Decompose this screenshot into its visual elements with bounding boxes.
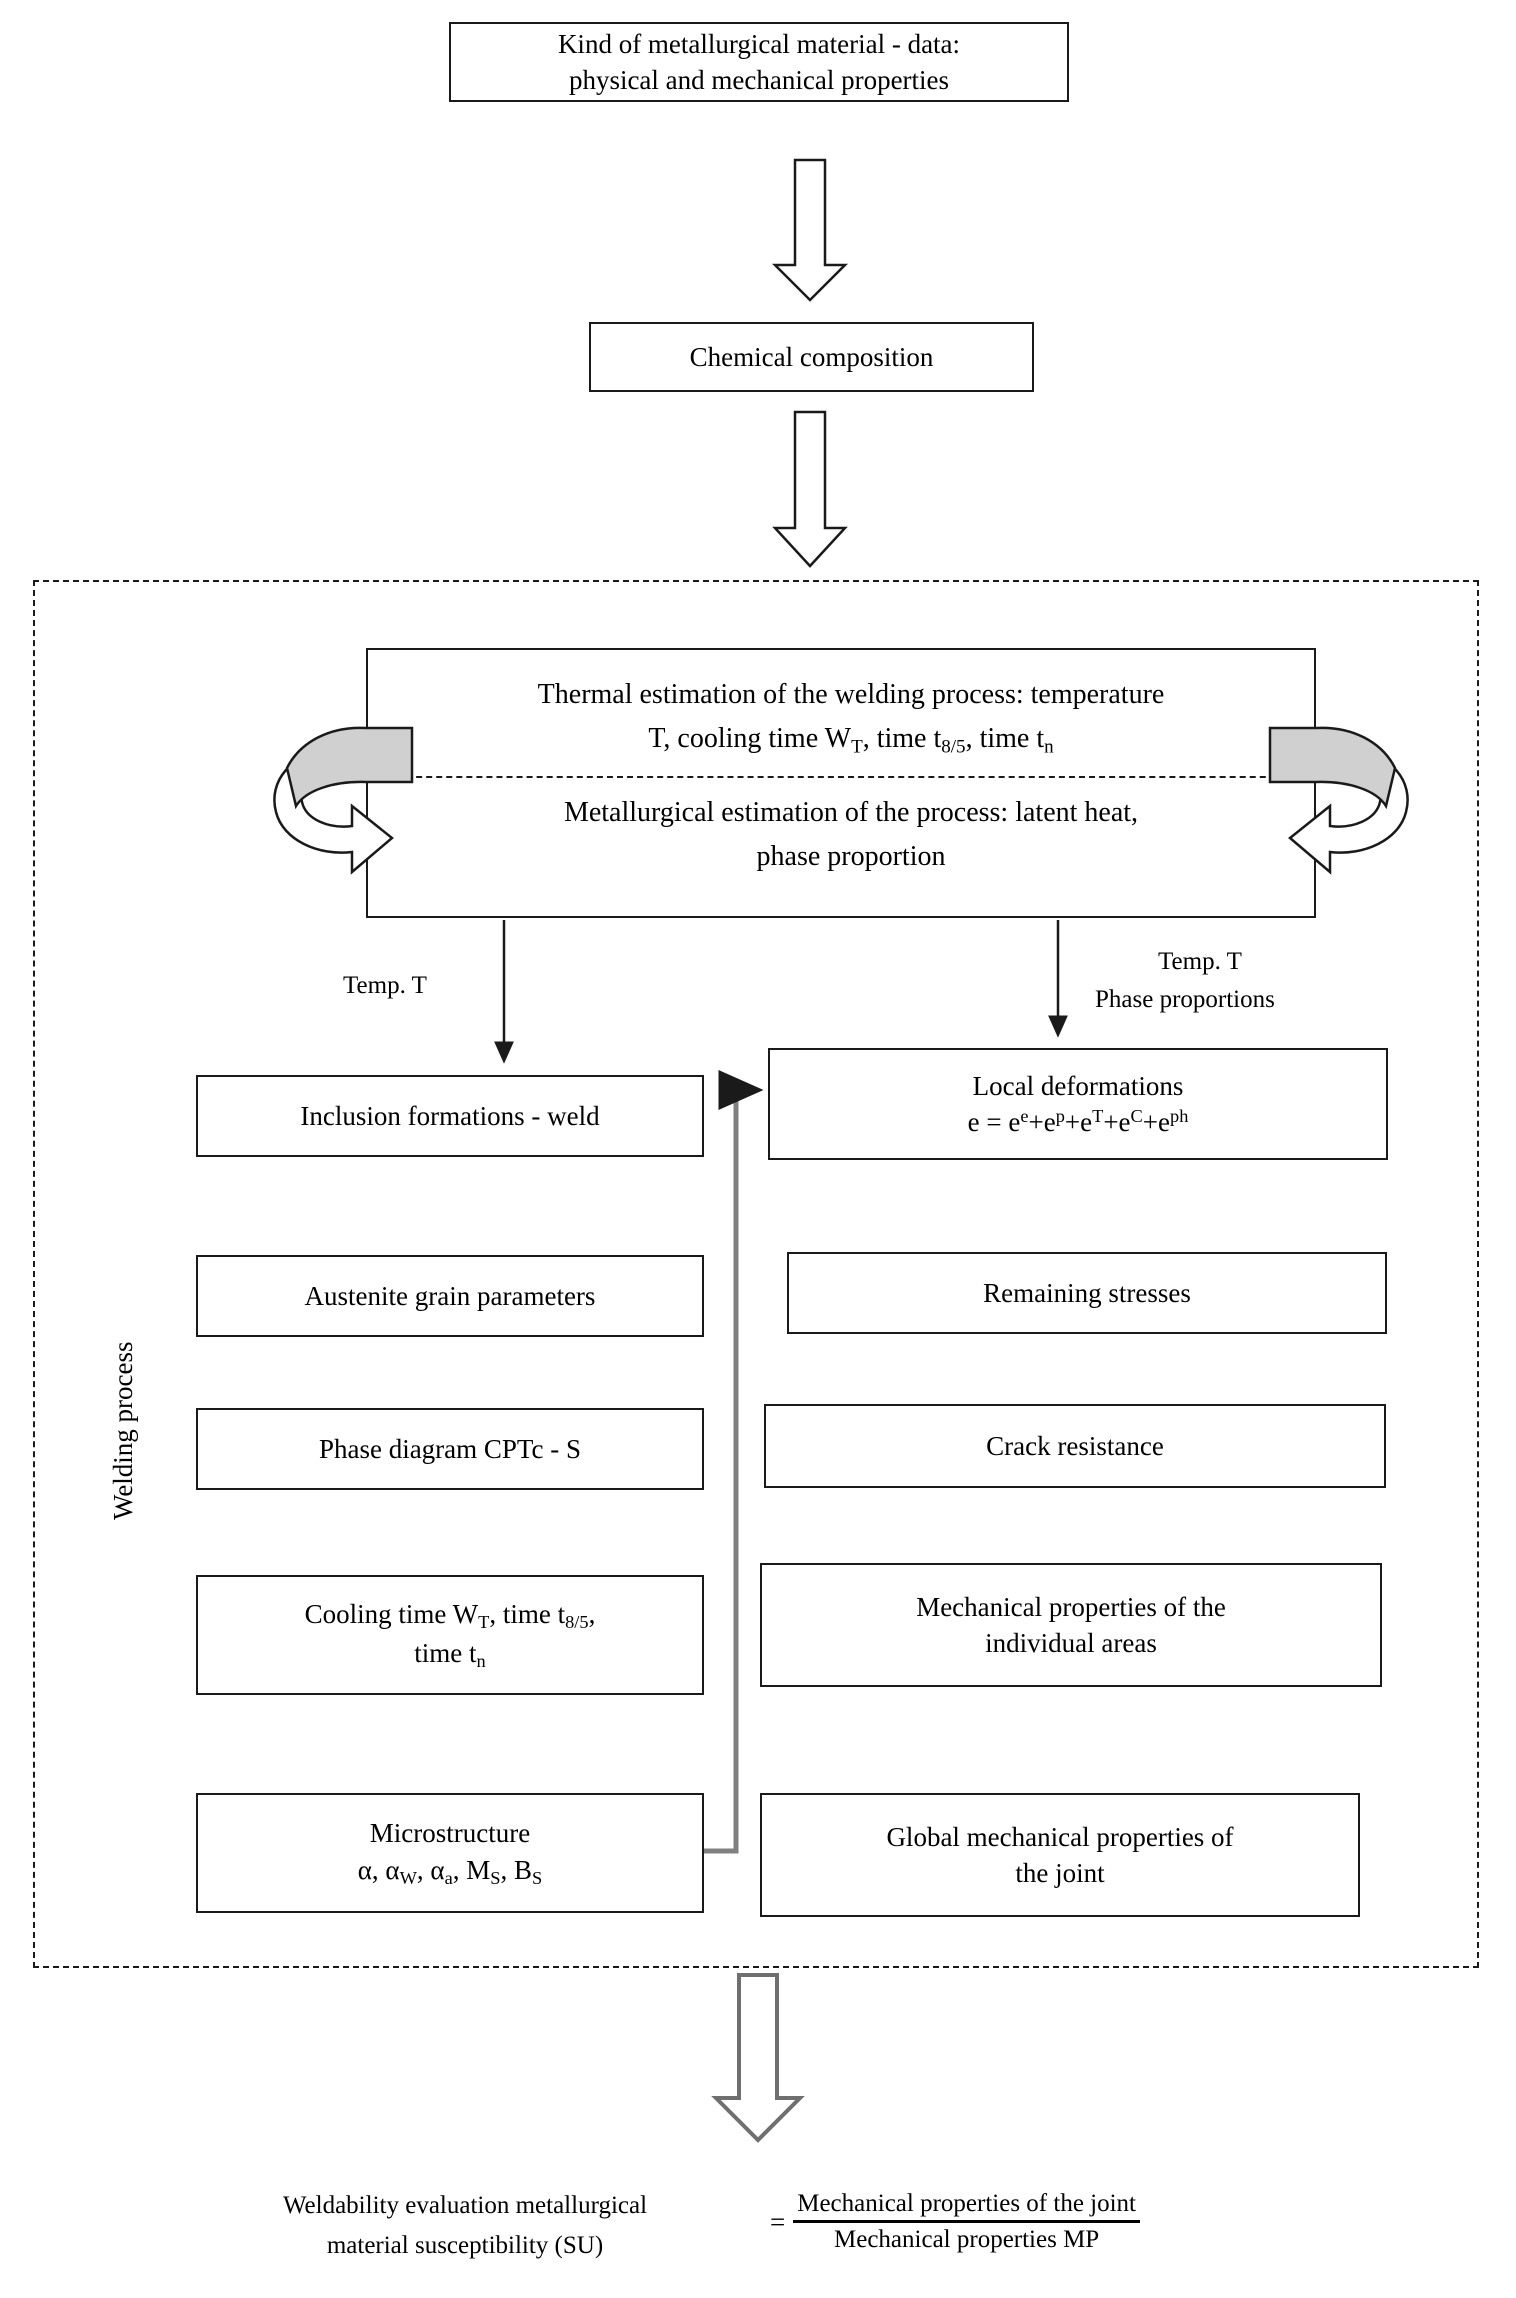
result-numerator: Mechanical properties of the joint xyxy=(793,2190,1141,2223)
result-left-line-1: Weldability evaluation metallurgical xyxy=(282,2192,648,2219)
estimation-divider xyxy=(386,775,1316,778)
mechanical-individual-line-2: individual areas xyxy=(985,1628,1157,1658)
welding-process-side-label: Welding process xyxy=(108,1341,138,1520)
metallurgical-estimation-line-2: phase proportion xyxy=(756,840,946,872)
arrow-label-right-temp: Temp. T xyxy=(1158,948,1242,975)
chemical-composition-label: Chemical composition xyxy=(689,341,934,372)
sup-C: C xyxy=(1130,1106,1143,1127)
welding-process-region xyxy=(33,580,1479,1968)
box-local-deformations: Local deformations e = ee+ep+eT+eC+eph xyxy=(768,1048,1388,1160)
sub-MS: S xyxy=(490,1867,501,1888)
material-line-1: Kind of metallurgical material - data: xyxy=(557,28,961,59)
block-arrow-welding-to-result xyxy=(711,1973,805,2143)
material-data-box: Kind of metallurgical material - data: p… xyxy=(449,22,1069,102)
block-arrow-material-to-chemical xyxy=(771,158,849,302)
metallurgical-estimation-line-1: Metallurgical estimation of the process:… xyxy=(563,796,1139,828)
sub-BS: S xyxy=(531,1867,543,1888)
sub-WT: T xyxy=(478,1612,490,1633)
microstructure-line-1: Microstructure xyxy=(369,1818,531,1849)
block-arrow-chemical-to-welding xyxy=(772,410,848,568)
box-microstructure: Microstructure α, αW, αa, MS, BS xyxy=(196,1793,704,1913)
material-line-2: physical and mechanical properties xyxy=(568,65,950,95)
sub-tn: n xyxy=(1044,736,1054,758)
crack-resistance-label: Crack resistance xyxy=(986,1430,1164,1461)
box-austenite-grain: Austenite grain parameters xyxy=(196,1255,704,1337)
sup-ph: ph xyxy=(1170,1106,1189,1127)
arrow-label-left-temp: Temp. T xyxy=(343,972,427,999)
sub-tn: n xyxy=(476,1651,486,1672)
microstructure-line-2: α, αW, αa, MS, BS xyxy=(357,1854,543,1888)
estimation-box: Thermal estimation of the welding proces… xyxy=(366,648,1316,918)
sub-alphaW: W xyxy=(399,1867,417,1888)
sup-T: T xyxy=(1092,1106,1104,1127)
box-phase-diagram: Phase diagram CPTc - S xyxy=(196,1408,704,1490)
thermal-estimation-line-1: Thermal estimation of the welding proces… xyxy=(537,679,1165,710)
sub-t85: 8/5 xyxy=(565,1612,589,1633)
box-inclusion-formations: Inclusion formations - weld xyxy=(196,1075,704,1157)
remaining-stresses-label: Remaining stresses xyxy=(983,1277,1191,1308)
box-global-mechanical: Global mechanical properties of the join… xyxy=(760,1793,1360,1917)
result-denominator: Mechanical properties MP xyxy=(834,2226,1100,2253)
box-cooling-time: Cooling time WT, time t8/5, time tn xyxy=(196,1575,704,1695)
result-left-line-2: material susceptibility (SU) xyxy=(326,2232,604,2259)
sub-alphaA: a xyxy=(444,1867,453,1888)
cooling-time-line-1: Cooling time WT, time t8/5, xyxy=(304,1599,596,1633)
result-equation: = Mechanical properties of the joint Mec… xyxy=(770,2190,1141,2254)
box-crack-resistance: Crack resistance xyxy=(764,1404,1386,1488)
sup-p: p xyxy=(1055,1106,1065,1127)
arrow-label-right-phase: Phase proportions xyxy=(1095,986,1275,1013)
sub-t85: 8/5 xyxy=(941,736,966,758)
sup-e: e xyxy=(1020,1106,1029,1127)
result-left-text: Weldability evaluation metallurgical mat… xyxy=(175,2186,755,2266)
austenite-grain-label: Austenite grain parameters xyxy=(304,1280,596,1311)
local-deformations-label: Local deformations xyxy=(972,1070,1184,1101)
cooling-time-line-2: time tn xyxy=(414,1638,486,1672)
inclusion-formations-label: Inclusion formations - weld xyxy=(300,1100,600,1131)
thermal-estimation-line-2: T, cooling time WT, time t8/5, time tn xyxy=(648,722,1054,758)
local-deformations-formula: e = ee+ep+eT+eC+eph xyxy=(967,1106,1189,1137)
mechanical-individual-line-1: Mechanical properties of the xyxy=(916,1591,1226,1622)
box-mechanical-individual: Mechanical properties of the individual … xyxy=(760,1563,1382,1687)
equals-sign: = xyxy=(770,2206,786,2237)
global-mechanical-line-2: the joint xyxy=(1015,1858,1105,1888)
global-mechanical-line-1: Global mechanical properties of xyxy=(886,1821,1234,1852)
sub-WT: T xyxy=(851,736,863,758)
chemical-composition-box: Chemical composition xyxy=(589,322,1034,392)
result-fraction: Mechanical properties of the joint Mecha… xyxy=(793,2190,1141,2254)
phase-diagram-label: Phase diagram CPTc - S xyxy=(318,1433,582,1464)
box-remaining-stresses: Remaining stresses xyxy=(787,1252,1387,1334)
